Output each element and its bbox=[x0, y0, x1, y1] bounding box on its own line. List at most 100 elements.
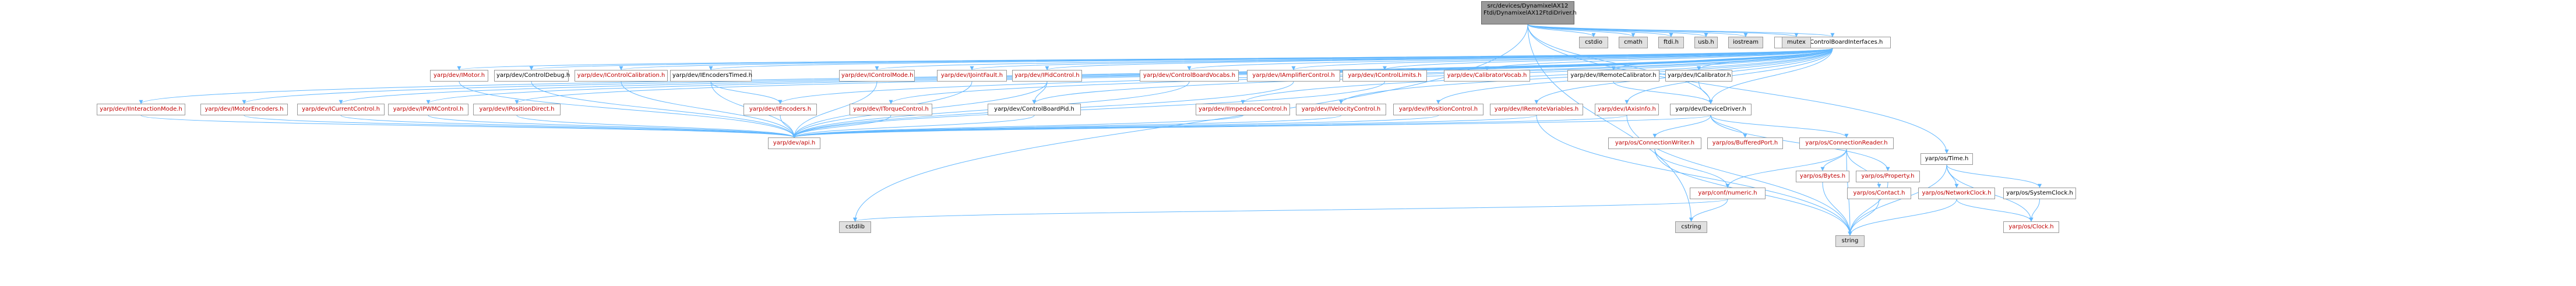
node-cstdio[interactable]: cstdio bbox=[1579, 37, 1608, 48]
edge-ivelocity-to-api bbox=[792, 115, 1341, 138]
node-api[interactable]: yarp/dev/api.h bbox=[768, 137, 820, 149]
edge-cbi-to-icontrolmode bbox=[875, 48, 1833, 70]
node-iremote-variables[interactable]: yarp/dev/IRemoteVariables.h bbox=[1490, 104, 1583, 115]
edge-iaxisinfo-to-string bbox=[1626, 115, 1852, 236]
node-connection-reader[interactable]: yarp/os/ConnectionReader.h bbox=[1799, 137, 1894, 149]
node-ijoint-fault[interactable]: yarp/dev/IJointFault.h bbox=[937, 70, 1007, 82]
node-icontrol-limits[interactable]: yarp/dev/IControlLimits.h bbox=[1342, 70, 1427, 82]
node-iinteraction-mode[interactable]: yarp/dev/IInteractionMode.h bbox=[97, 104, 185, 115]
edge-icurrent-to-api bbox=[340, 115, 797, 138]
node-iposition-direct[interactable]: yarp/dev/IPositionDirect.h bbox=[473, 104, 561, 115]
node-device-driver[interactable]: yarp/dev/DeviceDriver.h bbox=[1670, 104, 1752, 115]
edge-devicedriver-to-connwriter bbox=[1652, 115, 1711, 138]
node-control-debug[interactable]: yarp/dev/ControlDebug.h bbox=[494, 70, 570, 82]
edge-root-to-cmath bbox=[1527, 24, 1636, 37]
edge-iimpedance-to-api bbox=[792, 115, 1243, 138]
node-buffered-port[interactable]: yarp/os/BufferedPort.h bbox=[1707, 137, 1783, 149]
edge-cbpid-to-api bbox=[792, 115, 1035, 138]
edge-cbi-to-ipwm bbox=[426, 48, 1833, 104]
node-clock[interactable]: yarp/os/Clock.h bbox=[2003, 221, 2059, 233]
edge-root-to-cstdlib bbox=[853, 24, 1528, 222]
node-conf-numeric[interactable]: yarp/conf/numeric.h bbox=[1690, 188, 1766, 199]
edge-icontrollimits-to-api bbox=[792, 81, 1385, 138]
node-bytes[interactable]: yarp/os/Bytes.h bbox=[1796, 171, 1849, 182]
edge-connreader-to-confnumeric bbox=[1725, 149, 1847, 188]
node-usb[interactable]: usb.h bbox=[1694, 37, 1718, 48]
edge-confnumeric-to-cstring bbox=[1689, 199, 1728, 222]
edge-root-to-time bbox=[1527, 24, 1949, 154]
node-iencoders-timed[interactable]: yarp/dev/IEncodersTimed.h bbox=[670, 70, 752, 82]
edge-cbi-to-devicedriver bbox=[1708, 48, 1833, 104]
node-cstdlib[interactable]: cstdlib bbox=[839, 221, 871, 233]
edge-cbi-to-cbpid bbox=[1032, 48, 1833, 104]
edge-iremotevars-to-api bbox=[792, 115, 1537, 138]
node-iamplifier-control[interactable]: yarp/dev/IAmplifierControl.h bbox=[1247, 70, 1340, 82]
node-icurrent-control[interactable]: yarp/dev/ICurrentControl.h bbox=[297, 104, 385, 115]
edge-cbi-to-iimpedance bbox=[1241, 48, 1833, 104]
edge-systemclock-to-clock bbox=[2029, 199, 2040, 222]
node-cmath[interactable]: cmath bbox=[1619, 37, 1648, 48]
node-iimpedance-control[interactable]: yarp/dev/IImpedanceControl.h bbox=[1196, 104, 1290, 115]
edge-imotorenc-to-api bbox=[244, 115, 797, 138]
node-ipwm-control[interactable]: yarp/dev/IPWMControl.h bbox=[388, 104, 468, 115]
edge-cbi-to-iampcontrol bbox=[1291, 48, 1833, 70]
edge-devicedriver-to-connreader bbox=[1710, 115, 1849, 138]
edge-iremotevars-to-string bbox=[1536, 115, 1852, 236]
node-system-clock[interactable]: yarp/os/SystemClock.h bbox=[2003, 188, 2076, 199]
edge-root-to-cstring bbox=[1527, 24, 1693, 222]
edge-confnumeric-to-cstdlib bbox=[853, 199, 1728, 222]
edge-ipidcontrol-to-cbpid bbox=[1032, 81, 1048, 104]
node-iencoders[interactable]: yarp/dev/IEncoders.h bbox=[743, 104, 817, 115]
edge-ipwm-to-api bbox=[428, 115, 797, 138]
node-imotor-encoders[interactable]: yarp/dev/IMotorEncoders.h bbox=[200, 104, 288, 115]
edge-iencoderstimed-to-iencoders bbox=[710, 81, 783, 104]
node-iostream[interactable]: iostream bbox=[1728, 37, 1763, 48]
node-network-clock[interactable]: yarp/os/NetworkClock.h bbox=[1918, 188, 1995, 199]
edge-itorque-to-api bbox=[792, 115, 891, 138]
node-itorque-control[interactable]: yarp/dev/ITorqueControl.h bbox=[850, 104, 932, 115]
edge-iposdirect-to-api bbox=[516, 115, 797, 138]
node-control-board-vocabs[interactable]: yarp/dev/ControlBoardVocabs.h bbox=[1140, 70, 1239, 82]
edge-root-to-cstdio bbox=[1527, 24, 1596, 37]
node-ipid-control[interactable]: yarp/dev/IPidControl.h bbox=[1012, 70, 1082, 82]
edge-time-to-networkclock bbox=[1946, 164, 1959, 188]
edge-imotor-to-api bbox=[459, 81, 797, 138]
edge-connreader-to-bytes bbox=[1820, 149, 1847, 171]
node-mutex[interactable]: mutex bbox=[1782, 37, 1811, 48]
edge-iremotecal-to-devicedriver bbox=[1613, 81, 1713, 104]
node-string[interactable]: string bbox=[1835, 235, 1865, 247]
node-icontrol-calibration[interactable]: yarp/dev/IControlCalibration.h bbox=[575, 70, 668, 82]
node-iaxis-info[interactable]: yarp/dev/IAxisInfo.h bbox=[1595, 104, 1659, 115]
node-icalibrator[interactable]: yarp/dev/ICalibrator.h bbox=[1665, 70, 1732, 82]
node-ivelocity-control[interactable]: yarp/dev/IVelocityControl.h bbox=[1296, 104, 1386, 115]
edge-icontrolcal-to-api bbox=[621, 81, 797, 138]
node-iremote-calibrator[interactable]: yarp/dev/IRemoteCalibrator.h bbox=[1567, 70, 1659, 82]
edge-iposition-to-api bbox=[792, 115, 1439, 138]
edge-cbi-to-calvocab bbox=[1485, 48, 1833, 70]
edge-devicedriver-to-api bbox=[792, 115, 1711, 138]
node-iposition-control[interactable]: yarp/dev/IPositionControl.h bbox=[1393, 104, 1483, 115]
edge-time-to-systemclock bbox=[1946, 164, 2042, 188]
node-control-board-pid[interactable]: yarp/dev/ControlBoardPid.h bbox=[988, 104, 1081, 115]
node-connection-writer[interactable]: yarp/os/ConnectionWriter.h bbox=[1608, 137, 1701, 149]
node-property[interactable]: yarp/os/Property.h bbox=[1856, 171, 1920, 182]
edge-root-to-mutex bbox=[1527, 24, 1799, 37]
node-imotor[interactable]: yarp/dev/IMotor.h bbox=[430, 70, 488, 82]
edge-cbi-to-icontrollimits bbox=[1383, 48, 1833, 70]
edge-icontrolmode-to-api bbox=[792, 81, 878, 138]
node-icontrol-mode[interactable]: yarp/dev/IControlMode.h bbox=[839, 70, 915, 82]
node-time[interactable]: yarp/os/Time.h bbox=[1920, 153, 1973, 165]
edge-cbi-to-cbvocabs bbox=[1187, 48, 1833, 70]
edge-connwriter-to-confnumeric bbox=[1654, 149, 1730, 188]
edge-bytes-to-string bbox=[1822, 182, 1852, 236]
node-contact[interactable]: yarp/os/Contact.h bbox=[1847, 188, 1911, 199]
edge-cbi-to-ipidcontrol bbox=[1045, 48, 1833, 70]
edge-iinteraction-to-api bbox=[140, 115, 797, 138]
edge-networkclock-to-clock bbox=[1956, 199, 2034, 222]
node-calibrator-vocab[interactable]: yarp/dev/CalibratorVocab.h bbox=[1444, 70, 1530, 82]
node-cstring[interactable]: cstring bbox=[1675, 221, 1707, 233]
edge-controldebug-to-api bbox=[531, 81, 797, 138]
node-ftdi[interactable]: ftdi.h bbox=[1658, 37, 1684, 48]
